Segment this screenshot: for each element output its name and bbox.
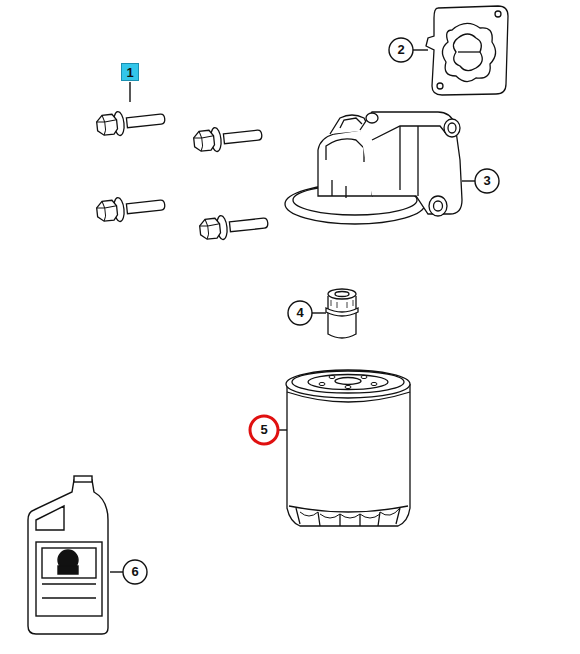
threaded-fitting [326,289,358,338]
gasket [426,6,508,95]
bolts [96,107,269,242]
oil-bottle [28,476,108,634]
highlight-circle [250,416,278,444]
callout-number: 5 [260,422,267,438]
callout-circles [110,38,499,584]
callout-number: 4 [296,305,303,321]
oil-filter [286,370,410,526]
callout-number: 1 [121,63,139,81]
adapter-housing [285,112,462,224]
callout-number: 2 [397,42,404,58]
callout-number: 6 [131,564,138,580]
callout-number: 3 [483,173,490,189]
